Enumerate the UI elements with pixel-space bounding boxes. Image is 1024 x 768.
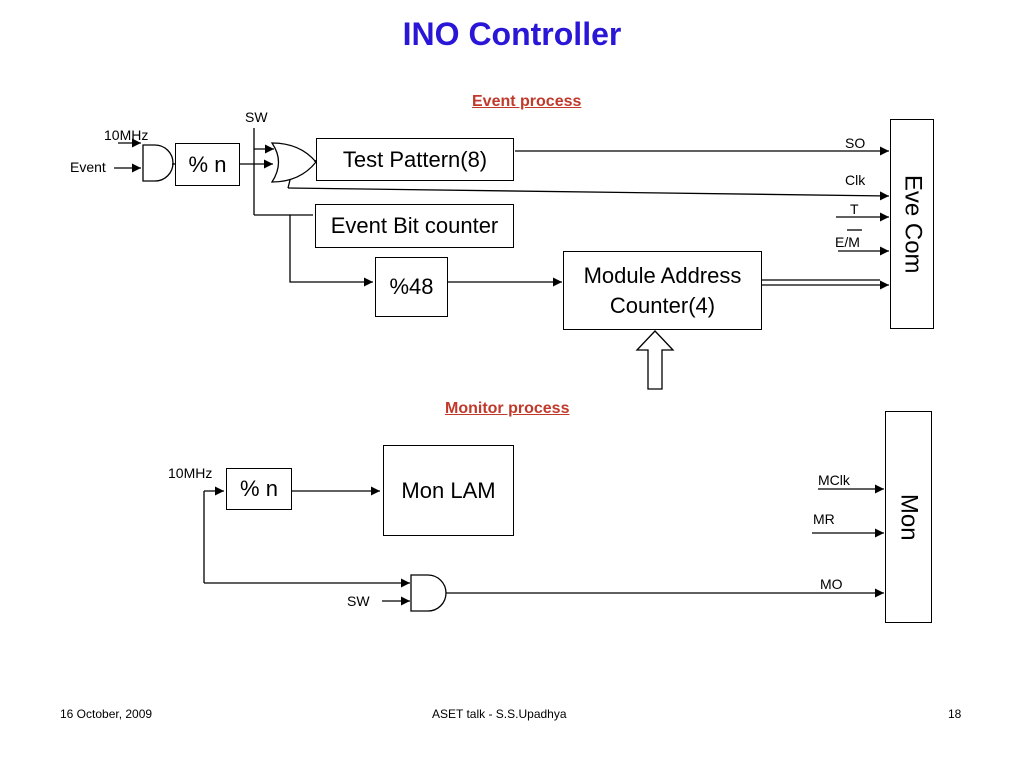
wire-sw-to-div48 [254,214,373,287]
monitor-process-heading: Monitor process [445,400,570,417]
eve-com-label: Eve Com [899,174,927,274]
wire-clk [287,187,890,201]
mclk-label: MClk [818,472,850,488]
slide-title: INO Controller [402,16,622,52]
hollow-up-arrow [635,330,675,390]
monitor-clk-in-label: 10MHz [168,465,213,481]
module-address-counter-block: Module Address Counter(4) [563,251,762,330]
test-pattern-block: Test Pattern(8) [316,138,514,181]
event-sw-label: SW [245,109,268,125]
event-process-heading: Event process [472,93,582,110]
monitor-sw-label: SW [347,593,370,609]
and-gate-event [142,144,174,182]
monitor-divider-n-block: % n [226,468,292,510]
event-in-label: Event [70,159,106,175]
eve-com-block: Eve Com [890,119,934,329]
wire-sw [253,128,274,154]
divider-n-block: % n [175,143,240,186]
em-label: E/M [835,234,860,250]
t-label: T [850,201,859,217]
mo-label: MO [820,576,843,592]
so-label: SO [845,135,866,151]
or-gate-event [270,142,317,183]
mon-lam-block: Mon LAM [383,445,514,536]
footer-talk: ASET talk - S.S.Upadhya [432,707,567,721]
mon-label: Mon [895,493,923,541]
event-clk-in-label: 10MHz [104,127,149,143]
div48-block: %48 [375,257,448,317]
footer-page-number: 18 [948,707,962,721]
mr-label: MR [813,511,835,527]
mon-block: Mon [885,411,932,623]
clk-label: Clk [845,172,866,188]
event-bit-counter-block: Event Bit counter [315,204,514,248]
and-gate-monitor [410,574,447,612]
footer-date: 16 October, 2009 [60,707,153,721]
wire-clk-drop [287,179,291,189]
